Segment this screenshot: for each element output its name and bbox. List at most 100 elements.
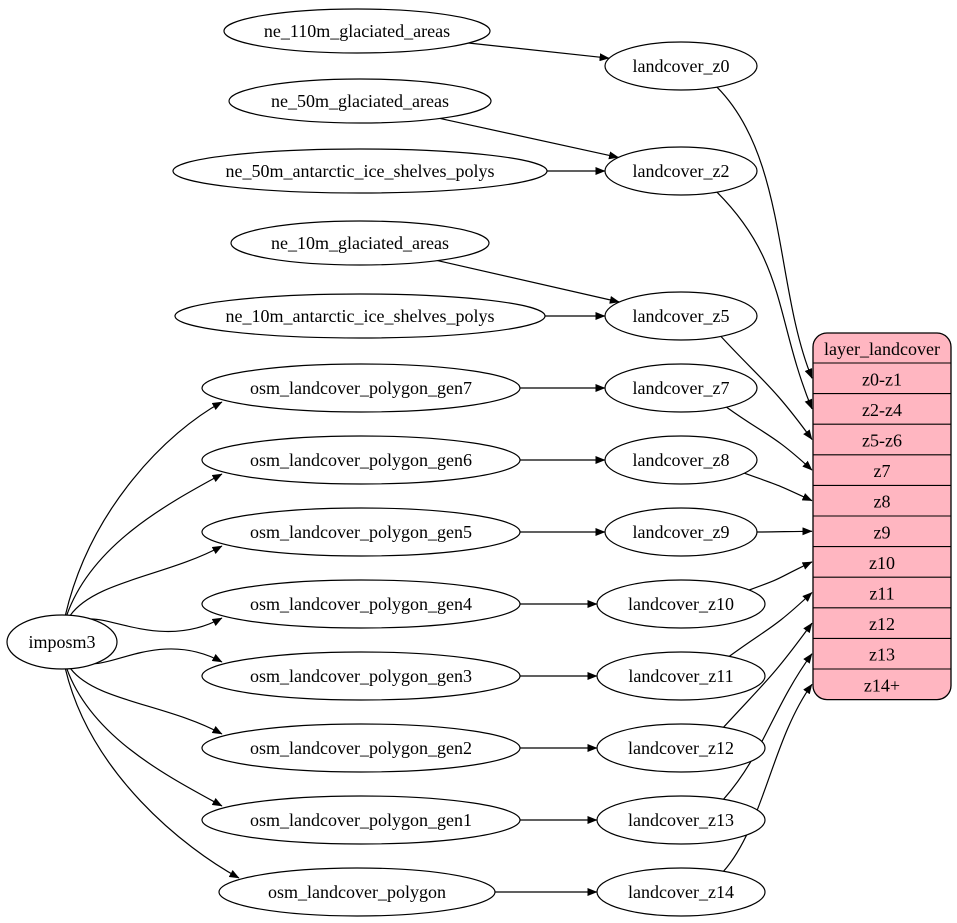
edge-landcover_z5-to-layer_landcover-z5-z6 [720,335,813,440]
node-ellipse [174,293,546,339]
table-row-label: z5-z6 [862,431,902,451]
table-row-label: z12 [869,614,895,634]
node-ne_10m_glaciated_areas: ne_10m_glaciated_areas [230,220,490,266]
node-label: ne_50m_antarctic_ice_shelves_polys [226,161,495,181]
node-label: landcover_z0 [633,56,730,76]
node-ellipse [201,579,521,629]
edge-landcover_z13-to-layer_landcover-z13 [723,653,813,800]
node-ellipse [596,867,766,917]
node-ne_50m_antarctic_ice_shelves_polys: ne_50m_antarctic_ice_shelves_polys [172,148,548,194]
edge-landcover_z9-to-layer_landcover-z9 [756,527,813,536]
node-landcover_z13: landcover_z13 [596,795,766,845]
node-osm_landcover_polygon_gen3: osm_landcover_polygon_gen3 [201,651,521,701]
node-osm_landcover_polygon_gen7: osm_landcover_polygon_gen7 [201,363,521,413]
edge-imposm3-to-osm_landcover_polygon_gen2 [70,668,223,735]
node-label: landcover_z8 [633,450,730,470]
edge-imposm3-to-osm_landcover_polygon [64,668,240,879]
node-label: osm_landcover_polygon_gen2 [250,738,472,758]
edge-imposm3-to-osm_landcover_polygon_gen7 [64,401,223,616]
node-ellipse [604,435,758,485]
node-landcover_z9: landcover_z9 [604,507,758,557]
node-ellipse [6,614,118,670]
node-imposm3: imposm3 [6,614,118,670]
node-ne_110m_glaciated_areas: ne_110m_glaciated_areas [223,8,491,54]
node-osm_landcover_polygon_gen5: osm_landcover_polygon_gen5 [201,507,521,557]
edge-landcover_z0-to-layer_landcover-z0-z1 [716,86,813,379]
node-ellipse [596,579,766,629]
node-label: ne_50m_glaciated_areas [271,91,449,111]
node-ellipse [201,651,521,701]
node-ellipse [604,146,758,196]
edge-ne_50m_glaciated_areas-to-landcover_z2 [439,117,619,160]
node-label: landcover_z9 [633,522,730,542]
edge-landcover_z2-to-layer_landcover-z2-z4 [716,191,813,410]
node-ellipse [201,363,521,413]
node-label: landcover_z11 [628,666,733,686]
table-title: layer_landcover [824,339,940,359]
node-ellipse [228,78,492,124]
node-label: osm_landcover_polygon_gen6 [250,450,472,470]
node-label: osm_landcover_polygon_gen3 [250,666,472,686]
table-row-label: z10 [869,553,895,573]
node-ellipse [604,291,758,341]
node-label: ne_10m_glaciated_areas [271,233,449,253]
node-landcover_z10: landcover_z10 [596,579,766,629]
node-ellipse [604,41,758,91]
table-row-label: z8 [874,492,891,512]
table-row-label: z13 [869,645,895,665]
node-ne_10m_antarctic_ice_shelves_polys: ne_10m_antarctic_ice_shelves_polys [174,293,546,339]
node-landcover_z5: landcover_z5 [604,291,758,341]
node-label: landcover_z12 [628,738,734,758]
node-landcover_z11: landcover_z11 [596,651,766,701]
node-landcover_z2: landcover_z2 [604,146,758,196]
node-ellipse [596,723,766,773]
node-ellipse [604,507,758,557]
node-label: ne_10m_antarctic_ice_shelves_polys [226,306,495,326]
node-landcover_z8: landcover_z8 [604,435,758,485]
edge-landcover_z12-to-layer_landcover-z12 [723,622,813,728]
node-label: osm_landcover_polygon_gen5 [250,522,472,542]
node-ellipse [172,148,548,194]
table-layer-landcover: layer_landcover z0-z1 z2-z4 z5-z6 z7 z8 z9 z10 z… [812,332,952,701]
table-row-label: z9 [874,522,891,542]
node-label: ne_110m_glaciated_areas [264,21,450,41]
node-landcover_z0: landcover_z0 [604,41,758,91]
edge-landcover_z7-to-layer_landcover-z7 [726,406,813,471]
node-ellipse [201,723,521,773]
table-row-label: z14+ [864,675,900,695]
edge-imposm3-to-osm_landcover_polygon_gen5 [69,545,223,616]
node-label: landcover_z10 [628,594,734,614]
table-row-label: z2-z4 [862,400,902,420]
node-label: imposm3 [28,632,95,652]
node-label: landcover_z5 [633,306,730,326]
edge-landcover_z10-to-layer_landcover-z10 [748,561,813,591]
node-ellipse [201,795,521,845]
node-ellipse [596,651,766,701]
node-label: landcover_z7 [633,378,730,398]
node-osm_landcover_polygon_gen6: osm_landcover_polygon_gen6 [201,435,521,485]
table-row-label: z0-z1 [862,369,902,389]
node-ellipse [596,795,766,845]
node-osm_landcover_polygon: osm_landcover_polygon [218,867,496,917]
node-label: landcover_z2 [633,161,730,181]
edge-landcover_z8-to-layer_landcover-z8 [744,472,813,502]
node-osm_landcover_polygon_gen4: osm_landcover_polygon_gen4 [201,579,521,629]
table-row-label: z11 [869,584,894,604]
edge-imposm3-to-osm_landcover_polygon_gen4 [90,617,223,633]
node-label: osm_landcover_polygon_gen1 [250,810,472,830]
edge-ne_110m_glaciated_areas-to-landcover_z0 [468,42,610,62]
node-label: osm_landcover_polygon_gen4 [250,594,472,614]
node-landcover_z14: landcover_z14 [596,867,766,917]
node-label: osm_landcover_polygon_gen7 [250,378,472,398]
node-ne_50m_glaciated_areas: ne_50m_glaciated_areas [228,78,492,124]
node-ellipse [218,867,496,917]
table-row-label: z7 [874,461,891,481]
node-label: landcover_z14 [628,882,734,902]
edge-imposm3-to-osm_landcover_polygon_gen6 [66,473,223,616]
node-label: landcover_z13 [628,810,734,830]
node-ellipse [223,8,491,54]
node-ellipse [604,363,758,413]
edge-imposm3-to-osm_landcover_polygon_gen1 [66,668,223,807]
